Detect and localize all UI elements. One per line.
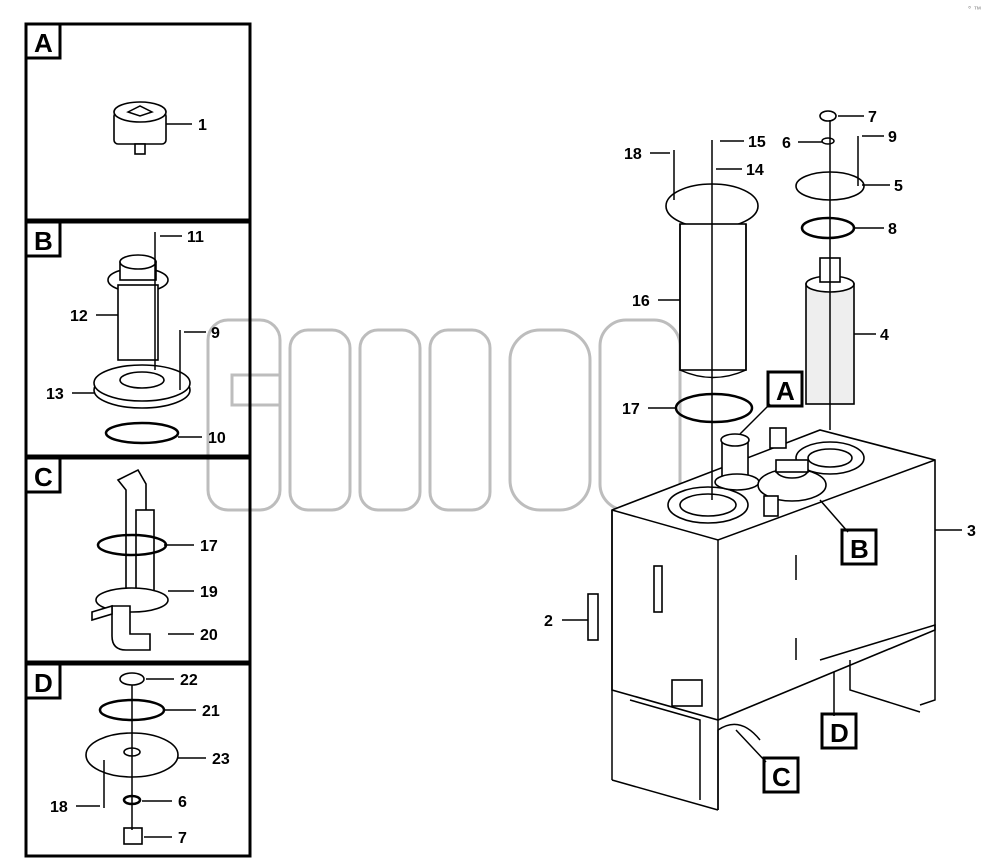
- flag-a: A: [776, 376, 795, 406]
- callout-7-d: 7: [178, 830, 187, 847]
- panel-b-letter: B: [34, 226, 53, 256]
- callout-5: 5: [894, 178, 903, 195]
- corner-mark: ° ™: [968, 5, 981, 14]
- callout-22: 22: [180, 672, 198, 689]
- callout-15: 15: [748, 134, 766, 151]
- callout-2: 2: [544, 613, 553, 630]
- callout-4: 4: [880, 327, 889, 344]
- callout-17: 17: [622, 401, 640, 418]
- callout-14: 14: [746, 162, 764, 179]
- callout-6: 6: [782, 135, 791, 152]
- callout-7: 7: [868, 109, 877, 126]
- callout-1: 1: [198, 117, 207, 134]
- flag-c: C: [772, 762, 791, 792]
- callout-16: 16: [632, 293, 650, 310]
- callout-10: 10: [208, 430, 226, 447]
- callout-9-b: 9: [211, 325, 220, 342]
- callout-23: 23: [212, 751, 230, 768]
- callout-8: 8: [888, 221, 897, 238]
- panel-c-letter: C: [34, 462, 53, 492]
- exploded-parts: [665, 110, 865, 500]
- callout-21: 21: [202, 703, 220, 720]
- panel-c: C 17 19 20: [24, 456, 252, 664]
- tank-assembly: [587, 427, 936, 811]
- main-flags: A B C D: [735, 370, 878, 794]
- panel-d: D 22 21 23 18 6 7: [24, 662, 252, 858]
- callout-11: 11: [187, 229, 204, 246]
- callout-17-c: 17: [200, 538, 218, 555]
- callout-12: 12: [70, 308, 88, 325]
- callout-20: 20: [200, 627, 218, 644]
- callout-19: 19: [200, 584, 218, 601]
- main-callouts: 18 15 14 7 6 9 5 8 16 4 17 3 2: [544, 109, 976, 630]
- callout-3: 3: [967, 523, 976, 540]
- watermark-logo: TM: [206, 316, 738, 512]
- panel-a: A 1: [24, 22, 252, 222]
- callout-9: 9: [888, 129, 897, 146]
- panel-b: B 11 12 9 13 10: [24, 220, 252, 458]
- panel-a-letter: A: [34, 28, 53, 58]
- flag-b: B: [850, 534, 869, 564]
- callout-18-d: 18: [50, 799, 68, 816]
- callout-18: 18: [624, 146, 642, 163]
- flag-d: D: [830, 718, 849, 748]
- panel-d-letter: D: [34, 668, 53, 698]
- callout-13: 13: [46, 386, 64, 403]
- callout-6-d: 6: [178, 794, 187, 811]
